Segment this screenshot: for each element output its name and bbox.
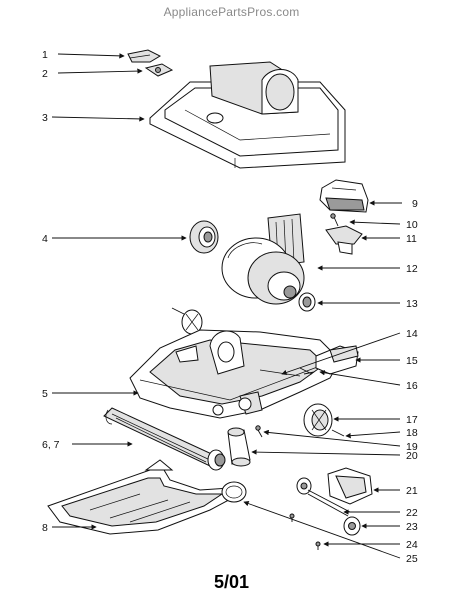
part-12-motor (221, 213, 305, 305)
label-19: 19 (406, 441, 418, 453)
leader-24: 24 (323, 539, 418, 551)
leader-12: 12 (317, 263, 418, 275)
label-18: 18 (406, 427, 418, 439)
leader-13: 13 (317, 298, 418, 310)
leader-2: 2 (42, 68, 143, 80)
leader-5: 5 (42, 388, 139, 400)
label-20: 20 (406, 450, 418, 462)
part-17-wheel (303, 403, 333, 437)
leader-6-7: 6, 7 (42, 439, 133, 451)
leader-23: 23 (361, 521, 418, 533)
small-wheel-upper (171, 307, 203, 335)
label-17: 17 (406, 414, 418, 426)
label-3: 3 (42, 112, 48, 124)
label-4: 4 (42, 233, 48, 245)
part-20-duct (227, 427, 251, 467)
part-19-screw (255, 425, 263, 438)
part-22-axle-rod (307, 489, 351, 517)
part-3-hood (149, 61, 346, 169)
leader-14: 14 (281, 328, 418, 375)
leader-16: 16 (319, 370, 418, 392)
date-code: 5/01 (213, 572, 250, 592)
label-15: 15 (406, 355, 418, 367)
leader-11: 11 (361, 233, 417, 245)
part-16-screw (303, 371, 315, 375)
label-6-7: 6, 7 (42, 439, 60, 451)
leader-4: 4 (42, 233, 187, 245)
label-1: 1 (42, 49, 48, 61)
leader-20: 20 (251, 449, 418, 462)
label-5: 5 (42, 388, 48, 400)
part-21-carriage (296, 467, 373, 505)
label-24: 24 (406, 539, 418, 551)
leader-21: 21 (373, 485, 418, 497)
leader-22: 22 (343, 507, 418, 519)
part-8-bottom-plate (47, 459, 242, 535)
label-12: 12 (406, 263, 418, 275)
part-9-latch (319, 179, 369, 213)
part-13-fan (298, 292, 316, 312)
label-23: 23 (406, 521, 418, 533)
part-11-bracket (325, 225, 363, 255)
part-6-7-brushroll (103, 407, 226, 471)
part-23-wheel (343, 516, 361, 536)
leader-19: 19 (263, 429, 418, 453)
label-21: 21 (406, 485, 418, 497)
leader-1: 1 (42, 49, 125, 61)
label-22: 22 (406, 507, 418, 519)
leader-15: 15 (355, 355, 418, 367)
part-5-base (129, 329, 341, 419)
leader-17: 17 (333, 414, 418, 426)
part-2-plate (144, 63, 174, 77)
part-18-axle (331, 429, 345, 437)
label-14: 14 (406, 328, 418, 340)
watermark: AppliancePartsPros.com (163, 5, 300, 19)
label-25: 25 (406, 553, 418, 565)
part-24-screws (289, 513, 321, 550)
part-25-belt (221, 481, 247, 503)
leader-8: 8 (42, 522, 97, 534)
label-10: 10 (406, 219, 418, 231)
part-10-screw (330, 213, 339, 227)
leader-10: 10 (349, 219, 418, 231)
leader-25: 25 (243, 501, 418, 565)
label-2: 2 (42, 68, 48, 80)
label-9: 9 (412, 198, 418, 210)
label-8: 8 (42, 522, 48, 534)
part-4-ring (189, 220, 219, 254)
label-11: 11 (406, 233, 417, 245)
leader-9: 9 (369, 198, 418, 210)
label-16: 16 (406, 380, 418, 392)
label-13: 13 (406, 298, 418, 310)
leader-3: 3 (42, 112, 145, 124)
part-1-cover (127, 49, 162, 63)
leader-18: 18 (345, 427, 418, 439)
